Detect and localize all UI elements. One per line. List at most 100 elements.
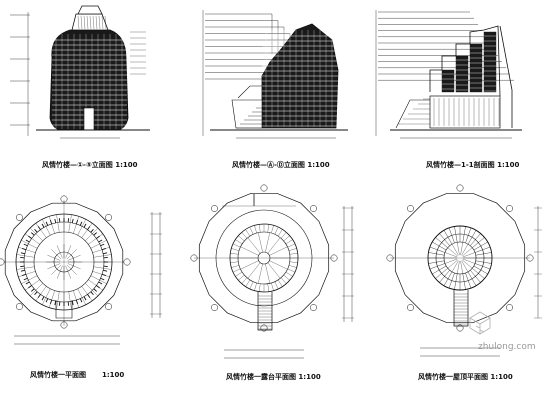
- radial-line: [90, 240, 107, 249]
- hatch-block: [455, 55, 469, 93]
- radial-line: [77, 288, 86, 305]
- watermark-logo-icon: [469, 311, 491, 335]
- radial-line: [444, 252, 458, 258]
- ground-plan-caption: 风情竹楼一平面图: [30, 370, 86, 379]
- radial-line: [238, 235, 245, 242]
- radial-line: [465, 272, 472, 289]
- radial-line: [21, 240, 38, 249]
- wall-tick: [28, 235, 32, 239]
- radial-line: [230, 253, 239, 255]
- watermark: zhulong.com: [469, 311, 536, 352]
- radial-line: [67, 254, 81, 261]
- radial-line: [42, 288, 51, 305]
- radial-line: [85, 227, 99, 241]
- watermark-text: zhulong.com: [478, 342, 536, 352]
- radial-line: [56, 245, 63, 259]
- radial-line: [90, 275, 107, 284]
- radial-line: [457, 260, 460, 274]
- roof-plan-caption: 风情竹楼一屋顶平面图 1:100: [418, 372, 513, 381]
- radial-line: [35, 223, 47, 238]
- radial-line: [472, 237, 485, 248]
- radial-line: [461, 244, 469, 256]
- radial-line: [16, 254, 35, 258]
- railing: [237, 85, 262, 99]
- radial-line: [247, 262, 261, 279]
- radial-line: [240, 260, 259, 270]
- grid-bubble: [16, 214, 23, 221]
- radial-line: [277, 279, 283, 287]
- radial-line: [451, 260, 459, 272]
- roof-rib: [104, 15, 107, 30]
- radial-line: [444, 258, 458, 264]
- ground-plan-scale: 1:100: [102, 371, 124, 379]
- grid-bubble: [105, 214, 112, 221]
- radial-line: [267, 224, 269, 233]
- radial-line: [448, 227, 455, 244]
- wall-tick: [23, 243, 28, 247]
- radial-line: [18, 271, 36, 277]
- terrace-plan: [190, 184, 354, 359]
- radial-line: [470, 270, 481, 283]
- radial-line: [280, 232, 287, 239]
- grid-bubble: [506, 205, 513, 212]
- radial-line: [462, 226, 466, 243]
- wall-tick: [34, 229, 38, 233]
- wall-tick: [79, 221, 83, 226]
- stair-line: [395, 99, 430, 129]
- radial-line: [428, 260, 445, 264]
- radial-line: [451, 244, 459, 256]
- radial-line: [474, 246, 491, 253]
- radial-line: [254, 282, 257, 291]
- radial-line: [285, 271, 293, 277]
- radial-line: [235, 239, 243, 245]
- radial-line: [271, 282, 274, 291]
- radial-line: [231, 248, 240, 251]
- radial-line: [274, 227, 279, 235]
- wall-tick: [41, 223, 45, 228]
- radial-line: [258, 232, 263, 253]
- radial-line: [249, 227, 254, 235]
- radial-line: [470, 233, 481, 246]
- radial-line: [51, 249, 62, 260]
- radial-line: [267, 283, 269, 292]
- radial-line: [462, 258, 476, 264]
- radial-line: [73, 216, 79, 234]
- radial-line: [29, 227, 43, 241]
- radial-line: [231, 265, 240, 268]
- terrace-plan-caption: 风情竹楼一露台平面图 1:100: [226, 372, 321, 381]
- section-caption: 风情竹楼—1-1剖面图 1:100: [426, 160, 519, 169]
- wall-tick: [83, 296, 87, 301]
- wall-tick: [41, 296, 45, 301]
- radial-line: [439, 270, 450, 283]
- radial-line: [47, 254, 61, 261]
- radial-line: [18, 247, 36, 253]
- wall-tick: [45, 298, 49, 303]
- grid-bubble: [260, 184, 268, 192]
- wall-tick: [37, 226, 41, 230]
- wall-tick: [20, 252, 25, 255]
- radial-line: [462, 252, 476, 258]
- bamboo-bands: [52, 34, 127, 129]
- section-outline: [429, 25, 501, 97]
- radial-line: [285, 239, 293, 245]
- radial-line: [457, 242, 460, 256]
- wall-tick: [103, 252, 108, 255]
- wall-tick: [37, 294, 41, 298]
- wall-tick: [93, 232, 97, 236]
- radial-line: [88, 279, 103, 291]
- wall-tick: [22, 247, 27, 251]
- radial-line: [241, 232, 248, 239]
- radial-line: [25, 279, 40, 291]
- radial-line: [289, 253, 298, 255]
- roof-rib: [77, 15, 80, 30]
- radial-line: [432, 241, 447, 251]
- grid-bubble: [407, 205, 414, 212]
- wall-tick: [90, 229, 94, 233]
- post: [499, 25, 513, 128]
- radial-line: [289, 261, 298, 263]
- roof-rib: [92, 15, 95, 30]
- roof-rib: [86, 15, 89, 30]
- wall-tick: [23, 277, 28, 281]
- radial-line: [454, 226, 458, 243]
